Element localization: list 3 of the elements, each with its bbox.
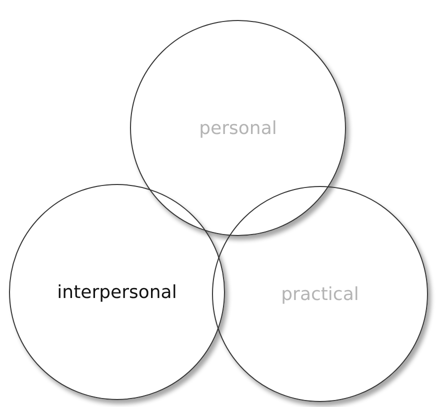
circle-label: interpersonal <box>57 280 177 304</box>
circle-label: practical <box>281 282 359 306</box>
circle-label: personal <box>199 116 277 140</box>
